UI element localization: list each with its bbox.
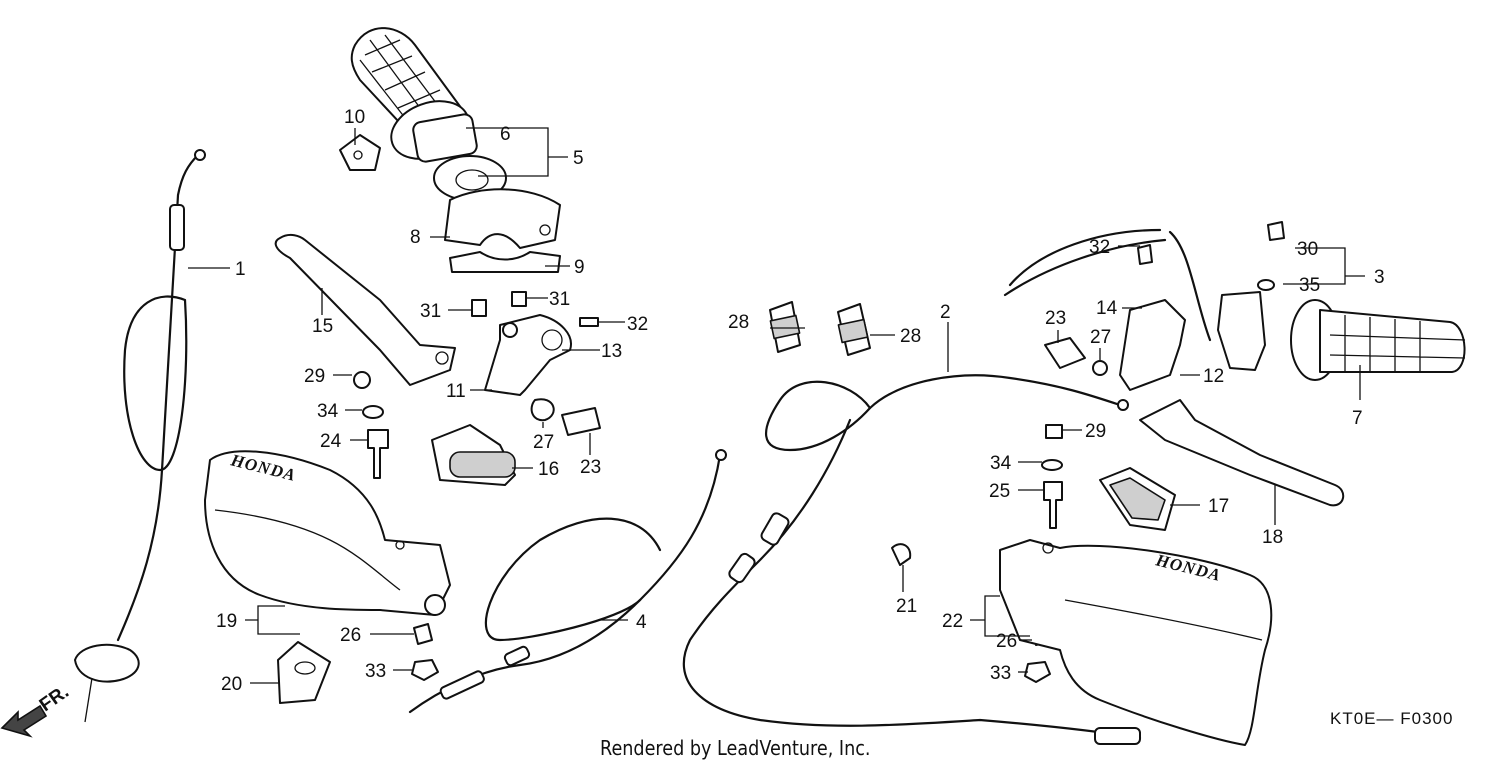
callout-12: 12 xyxy=(1203,366,1224,387)
callout-33a: 33 xyxy=(365,661,386,682)
callout-25: 25 xyxy=(989,481,1010,502)
front-direction-arrow: FR. xyxy=(0,681,73,738)
callout-15: 15 xyxy=(312,316,333,337)
throttle-housing[interactable] xyxy=(444,188,561,273)
right-lever[interactable] xyxy=(1139,399,1345,507)
diagram-code: KT0E— F0300 xyxy=(1330,709,1454,728)
callout-35: 35 xyxy=(1299,275,1320,296)
callout-34a: 34 xyxy=(317,401,339,422)
callout-33b: 33 xyxy=(990,663,1011,684)
callout-17: 17 xyxy=(1208,496,1229,517)
callout-29a: 29 xyxy=(304,366,325,387)
left-lever[interactable] xyxy=(274,233,456,386)
callout-31a: 31 xyxy=(420,301,441,322)
throttle-cable[interactable] xyxy=(74,149,206,723)
left-switch[interactable] xyxy=(431,424,516,486)
right-hand-guard[interactable]: HONDA xyxy=(999,539,1273,746)
center-cable[interactable] xyxy=(682,374,1142,745)
callout-28b: 28 xyxy=(900,326,921,347)
callout-29b: 29 xyxy=(1085,421,1106,442)
callout-32b: 32 xyxy=(1089,237,1110,258)
callout-27b: 27 xyxy=(533,432,554,453)
lever-bracket[interactable] xyxy=(484,314,572,396)
callout-26b: 26 xyxy=(996,631,1017,652)
callout-7: 7 xyxy=(1352,408,1363,429)
callout-23b: 23 xyxy=(580,457,601,478)
callout-20: 20 xyxy=(221,674,242,695)
callout-19: 19 xyxy=(216,611,237,632)
left-hand-guard[interactable]: HONDA xyxy=(204,450,451,616)
cable-clip[interactable] xyxy=(339,134,381,171)
left-collar-nut[interactable] xyxy=(411,623,439,681)
callout-23a: 23 xyxy=(1045,308,1066,329)
right-grip[interactable] xyxy=(1290,299,1466,381)
right-cover[interactable] xyxy=(1099,467,1176,531)
callout-9: 9 xyxy=(574,257,585,278)
leader-lines xyxy=(188,127,1365,684)
callout-18: 18 xyxy=(1262,527,1283,548)
callout-28a: 28 xyxy=(728,312,749,333)
callout-30: 30 xyxy=(1297,239,1318,260)
callout-22: 22 xyxy=(942,611,963,632)
callout-13: 13 xyxy=(601,341,622,362)
callout-3: 3 xyxy=(1374,267,1385,288)
callout-1: 1 xyxy=(235,259,246,280)
callout-8: 8 xyxy=(410,227,421,248)
callout-26a: 26 xyxy=(340,625,361,646)
callout-14: 14 xyxy=(1096,298,1118,319)
callout-24: 24 xyxy=(320,431,342,452)
callout-31b: 31 xyxy=(549,289,570,310)
callout-10: 10 xyxy=(344,107,365,128)
left-hardware[interactable] xyxy=(353,291,601,479)
callout-27a: 27 xyxy=(1090,327,1111,348)
clutch-cable[interactable] xyxy=(408,449,727,714)
render-credit: Rendered by LeadVenture, Inc. xyxy=(600,736,871,760)
guard-plate[interactable] xyxy=(277,641,331,704)
callout-5: 5 xyxy=(573,148,584,169)
callout-6: 6 xyxy=(500,124,511,145)
callout-11: 11 xyxy=(446,381,466,402)
callout-numbers: 1 2 3 4 5 6 7 8 9 10 11 12 13 14 15 16 1… xyxy=(216,107,1385,695)
left-grip-assembly[interactable] xyxy=(350,27,507,201)
callout-4: 4 xyxy=(636,612,647,633)
cable-bands[interactable] xyxy=(769,301,871,356)
callout-21: 21 xyxy=(896,596,917,617)
callout-34b: 34 xyxy=(990,453,1012,474)
callout-32a: 32 xyxy=(627,314,648,335)
callout-2: 2 xyxy=(940,302,951,323)
right-switch-assembly[interactable] xyxy=(1003,221,1285,391)
callout-16: 16 xyxy=(538,459,559,480)
